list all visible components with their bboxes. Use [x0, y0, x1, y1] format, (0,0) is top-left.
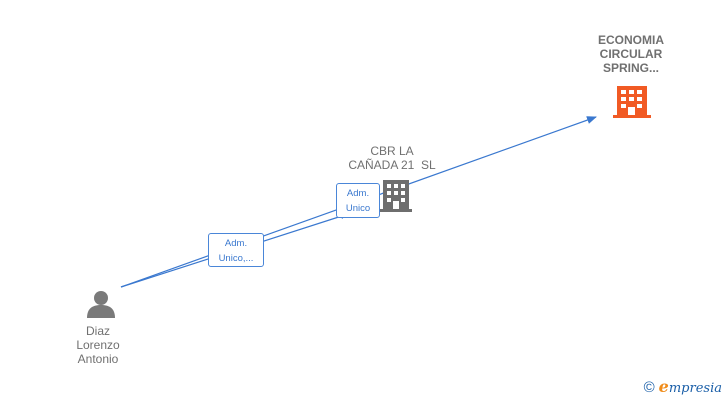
person-icon	[87, 291, 115, 318]
edge-label-2-line2: Unico	[345, 203, 371, 214]
node-label-person[interactable]: Diaz Lorenzo Antonio	[62, 324, 134, 366]
node-label-economia-line3: SPRING...	[602, 61, 659, 75]
brand-rest: mpresia	[668, 381, 722, 396]
edge-label-adm-unico-2[interactable]: Adm. Unico	[336, 183, 380, 218]
node-label-economia-line2: CIRCULAR	[599, 47, 663, 61]
node-label-cbr[interactable]: CBR LA CAÑADA 21 SL	[332, 144, 452, 172]
edge-label-1-line1: Adm.	[224, 238, 248, 249]
edge-label-adm-unico-1[interactable]: Adm. Unico,...	[208, 233, 264, 267]
empresia-logo[interactable]: ©empresia	[644, 377, 722, 396]
copyright-icon: ©	[643, 379, 655, 396]
node-label-cbr-line2: CAÑADA 21 SL	[348, 158, 436, 172]
edge-label-2-line1: Adm.	[346, 188, 370, 199]
node-label-economia[interactable]: ECONOMIA CIRCULAR SPRING...	[582, 33, 680, 75]
node-label-cbr-line1: CBR LA	[370, 144, 414, 158]
node-label-person-line1: Diaz	[85, 324, 110, 338]
node-label-economia-line1: ECONOMIA	[598, 33, 664, 47]
brand-e: e	[658, 377, 669, 396]
node-label-person-line2: Lorenzo	[76, 338, 120, 352]
node-label-person-line3: Antonio	[77, 352, 119, 366]
edge-label-1-line2: Unico,...	[218, 253, 254, 264]
